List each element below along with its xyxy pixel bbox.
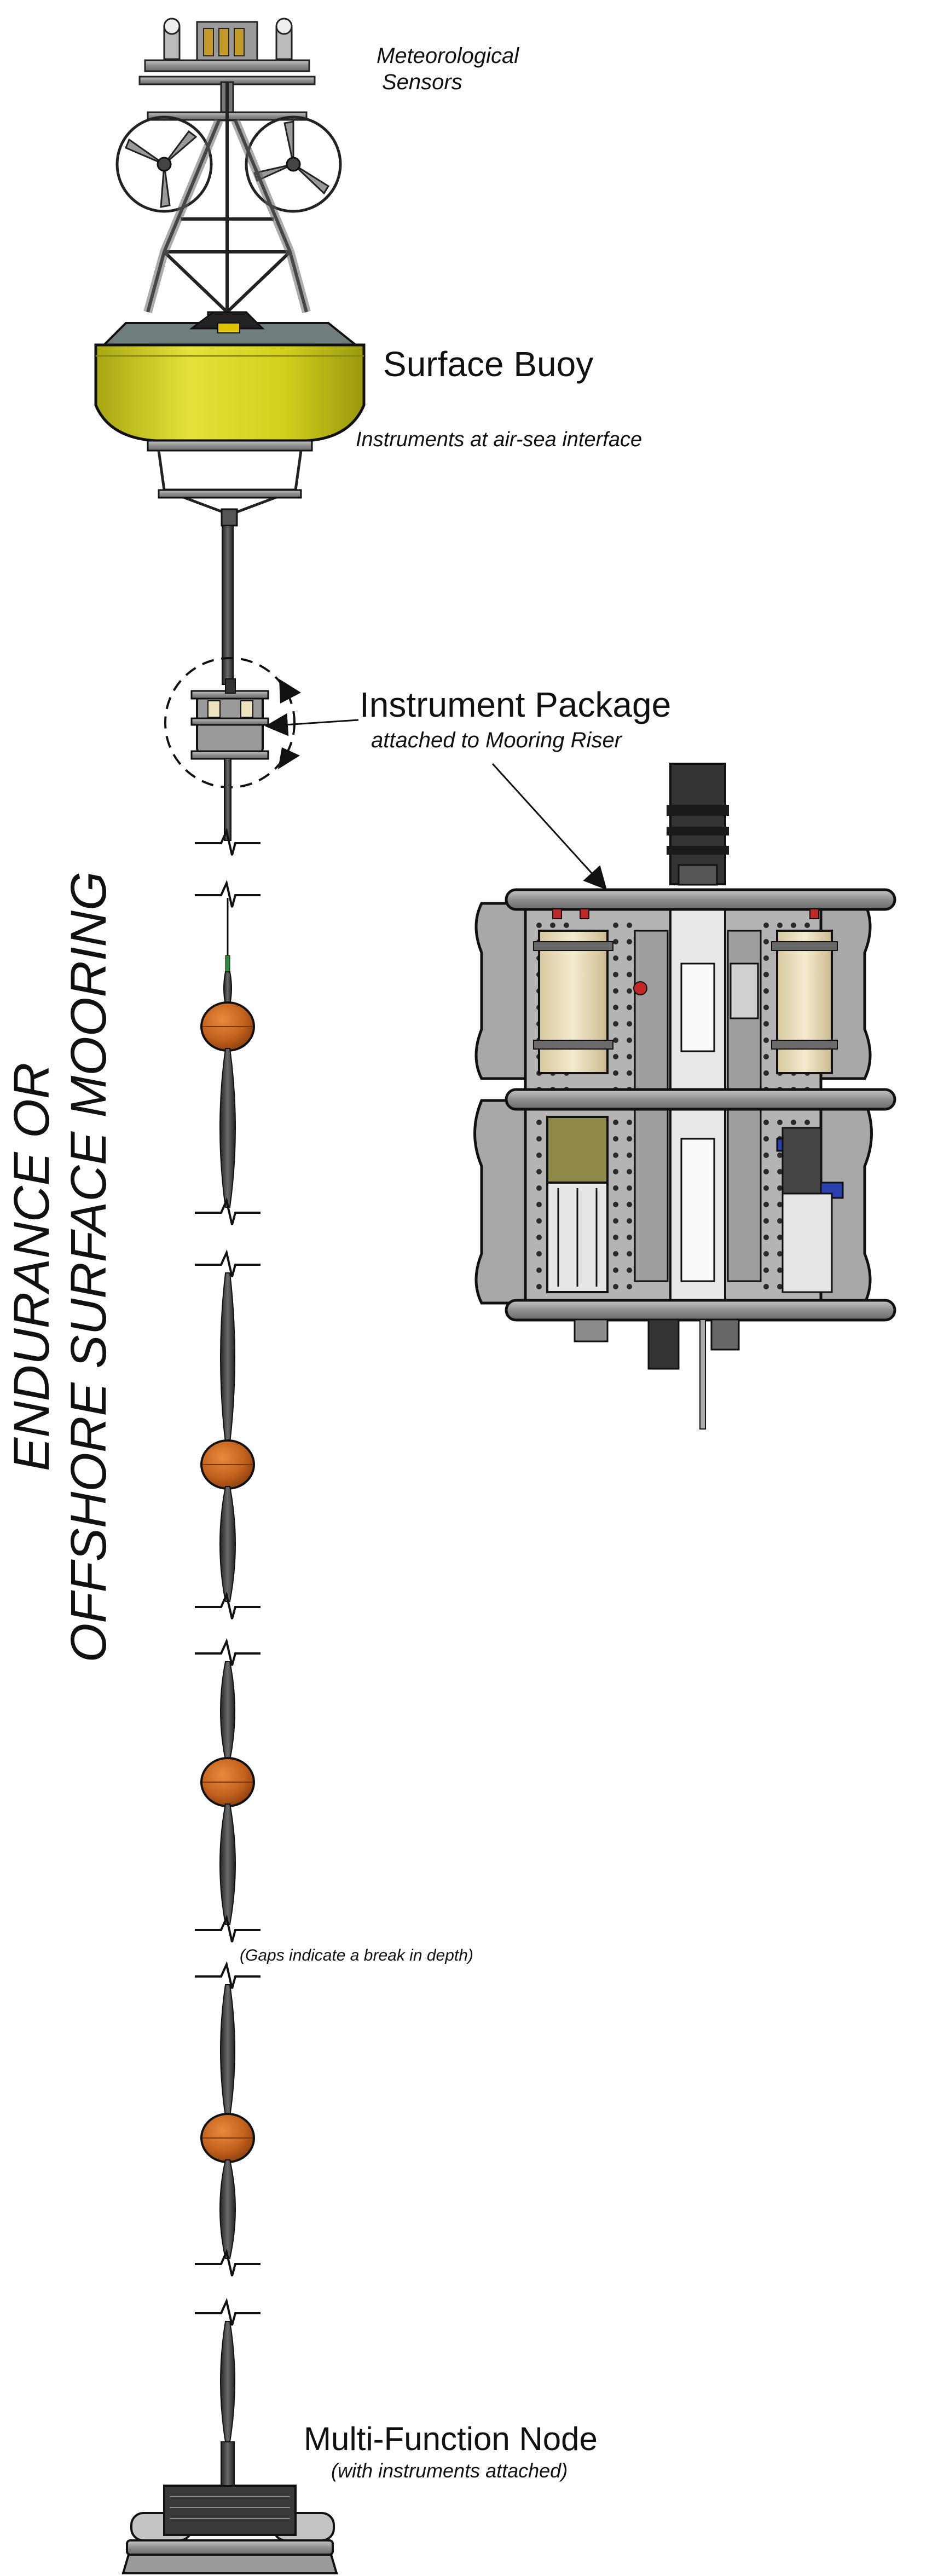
surface-buoy-hull [94, 311, 366, 527]
meteorological-tower [115, 18, 342, 330]
instrument-package-label: Instrument Package [360, 685, 671, 724]
depth-break-mark [195, 2248, 261, 2277]
cable-termination [225, 955, 230, 972]
instrument-package-detail [473, 763, 896, 1430]
multi-function-node [121, 2441, 338, 2574]
riser-segment [219, 1048, 236, 1208]
riser-segment [223, 971, 232, 1005]
riser-segment [219, 2159, 236, 2259]
mooring-riser-segment [224, 758, 231, 841]
depth-break-mark [195, 827, 261, 856]
attached-mooring-riser-label: attached to Mooring Riser [371, 728, 622, 752]
detail-pointer-line [491, 763, 607, 890]
multi-function-node-label: Multi-Function Node [304, 2421, 598, 2457]
mooring-title: ENDURANCE OR OFFSHORE SURFACE MOORING [3, 774, 117, 1760]
mooring-riser-upper [222, 525, 234, 685]
depth-break-mark [195, 1197, 261, 1225]
depth-break-mark [195, 2297, 261, 2326]
mooring-riser-floats [195, 827, 261, 2442]
air-sea-interface-label: Instruments at air-sea interface [356, 428, 642, 451]
riser-segment [219, 1486, 236, 1602]
depth-break-mark [195, 1914, 261, 1943]
depth-break-mark [195, 1591, 261, 1620]
meteorological-sensors-label: Meteorological Sensors [377, 44, 519, 94]
with-instruments-label: (with instruments attached) [331, 2459, 568, 2482]
depth-break-mark [195, 1638, 261, 1666]
depth-break-mark [195, 1961, 261, 1989]
depth-break-mark [195, 1249, 261, 1277]
riser-segment [220, 2321, 235, 2442]
surface-buoy-label: Surface Buoy [383, 344, 594, 384]
riser-segment [220, 1661, 235, 1761]
title-line-1: ENDURANCE OR [4, 1062, 60, 1472]
gaps-note-label: (Gaps indicate a break in depth) [240, 1946, 473, 1964]
instrument-pointer-line [265, 713, 359, 736]
riser-segment [220, 1984, 235, 2117]
riser-segment [220, 1272, 235, 1443]
depth-break-mark [195, 879, 261, 908]
title-line-2: OFFSHORE SURFACE MOORING [61, 871, 117, 1663]
riser-segment [219, 1803, 236, 1925]
instrument-package-small [164, 657, 301, 788]
